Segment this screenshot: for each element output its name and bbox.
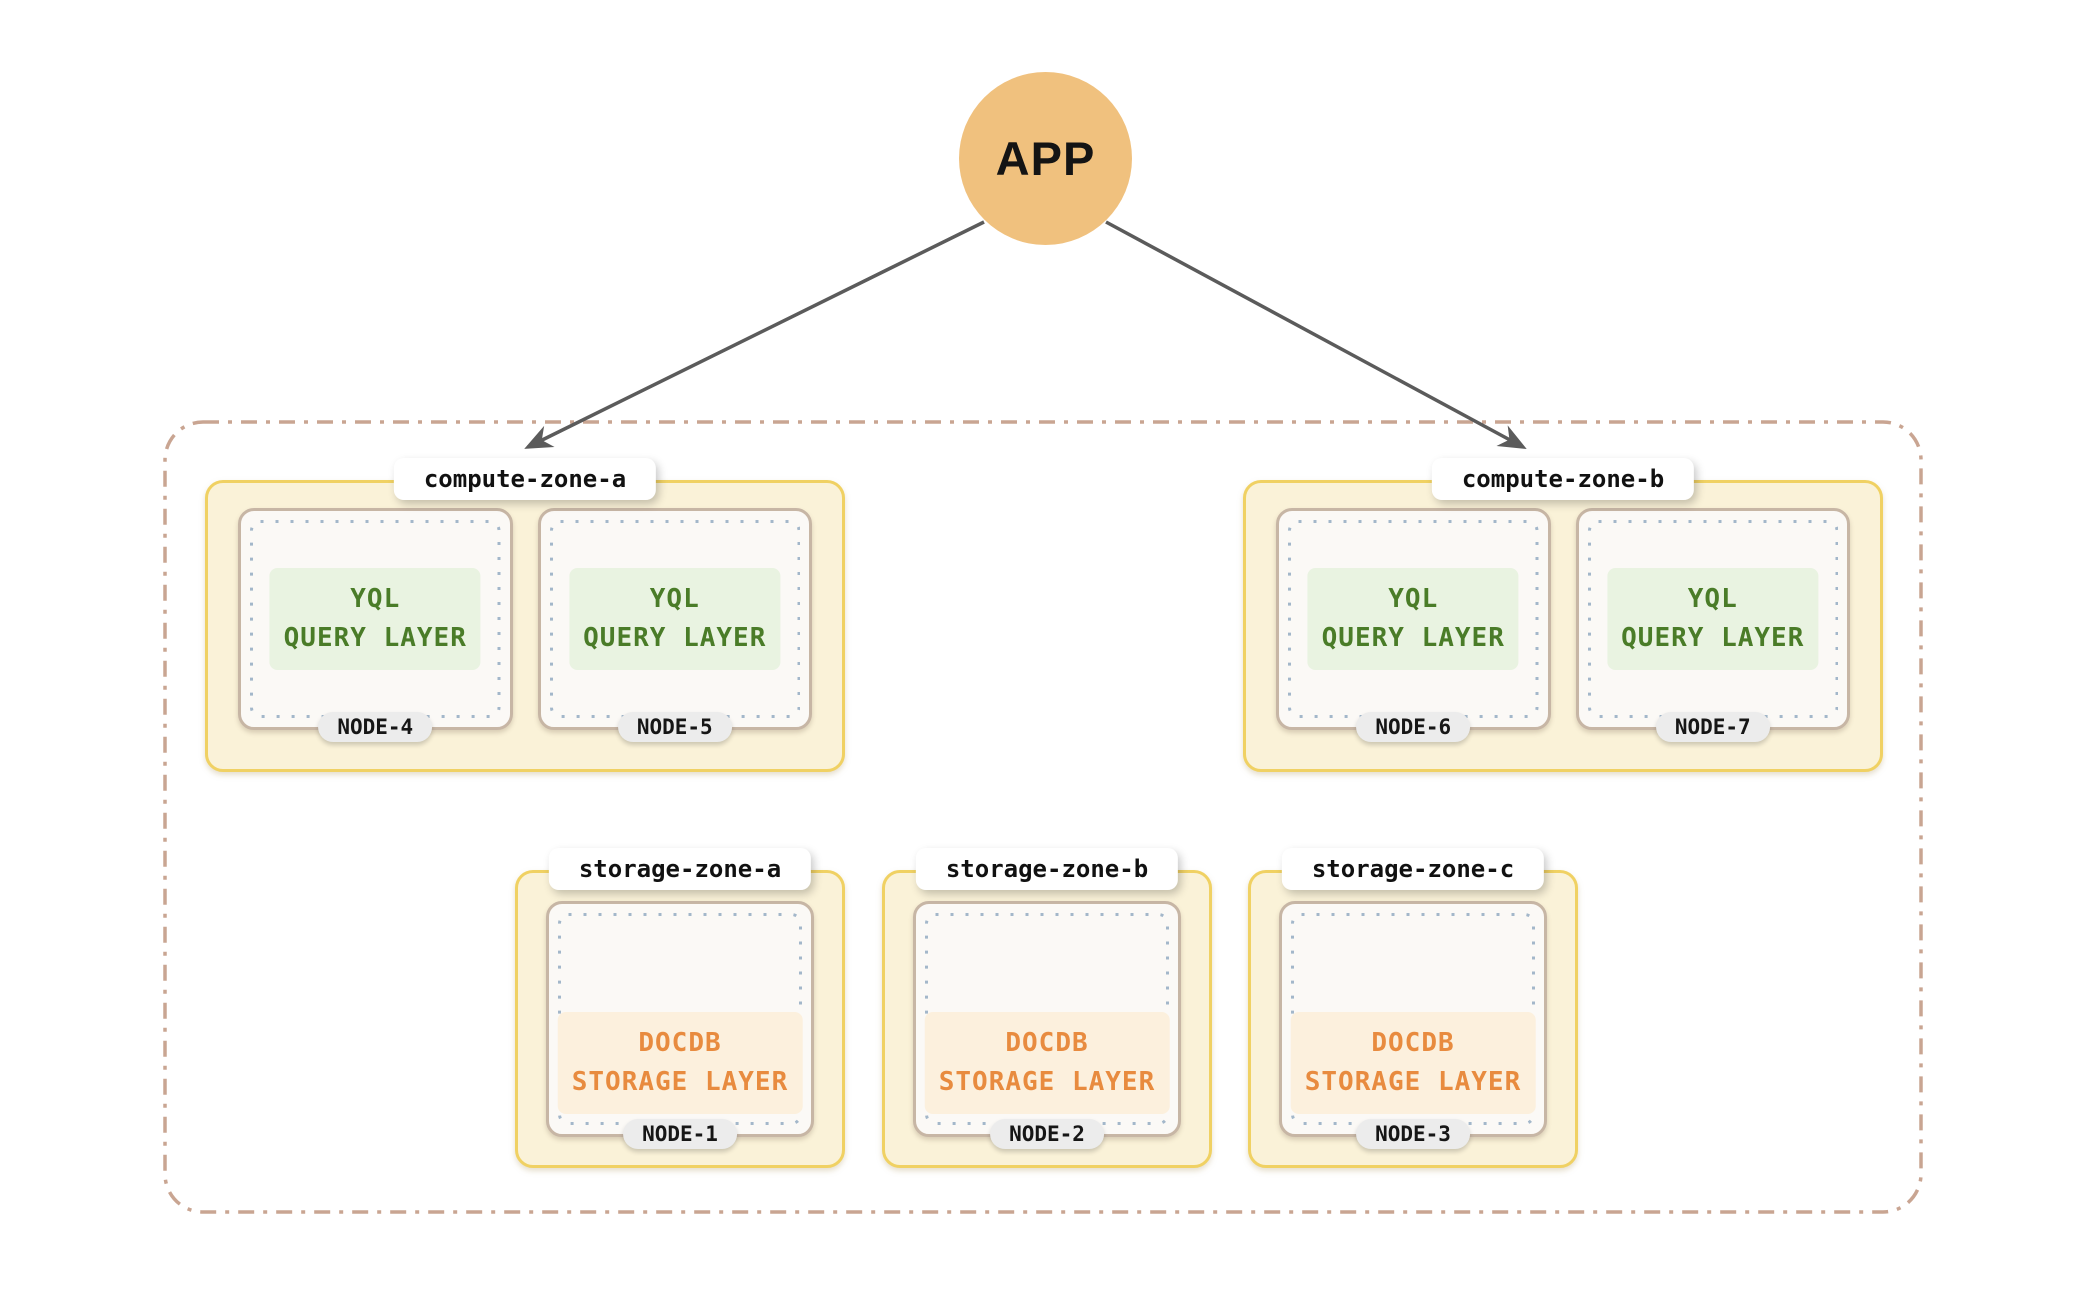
cluster-boundary <box>163 420 1923 1214</box>
yql-query-layer-label: YQL QUERY LAYER <box>1307 568 1519 670</box>
cluster-boundary-border <box>163 420 1923 1214</box>
layer-line-1: YQL <box>649 584 700 614</box>
dotted-inner-border <box>549 520 800 718</box>
node-name-pill: NODE-1 <box>623 1119 737 1149</box>
zone-storage-b: storage-zone-b DOCDB STORAGE LAYER NODE-… <box>882 848 1212 1168</box>
layer-line-1: YQL <box>1687 584 1738 614</box>
node-card-5: YQL QUERY LAYER NODE-5 <box>537 508 812 742</box>
node-card-4: YQL QUERY LAYER NODE-4 <box>238 508 513 742</box>
dotted-inner-border <box>250 520 501 718</box>
node-name-pill: NODE-7 <box>1655 712 1770 742</box>
arrow-to-compute-zone-b <box>1105 220 1527 449</box>
layer-line-2: STORAGE LAYER <box>938 1066 1156 1097</box>
dotted-inner-border <box>1288 520 1539 718</box>
zone-label: storage-zone-a <box>548 848 812 890</box>
app-label: APP <box>995 132 1096 185</box>
node-name-pill: NODE-3 <box>1356 1119 1470 1149</box>
zone-label: storage-zone-b <box>915 848 1179 890</box>
dotted-inner-border <box>1587 520 1838 718</box>
yql-query-layer-label: YQL QUERY LAYER <box>269 568 481 670</box>
layer-line-2: QUERY LAYER <box>1621 623 1805 653</box>
node-card-2: DOCDB STORAGE LAYER NODE-2 <box>913 901 1181 1149</box>
zone-compute-b: compute-zone-b YQL QUERY LAYER NODE-6 YQ… <box>1243 458 1883 772</box>
zone-label: compute-zone-a <box>393 458 657 500</box>
layer-line-1: DOCDB <box>1005 1027 1089 1058</box>
node-card-6: YQL QUERY LAYER NODE-6 <box>1276 508 1551 742</box>
node-name-pill: NODE-5 <box>617 712 732 742</box>
zone-storage-a: storage-zone-a DOCDB STORAGE LAYER NODE-… <box>515 848 845 1168</box>
layer-line-1: YQL <box>350 584 401 614</box>
zone-label: storage-zone-c <box>1281 848 1545 890</box>
docdb-storage-layer-label: DOCDB STORAGE LAYER <box>1290 1011 1536 1114</box>
node-name-pill: NODE-4 <box>318 712 433 742</box>
layer-line-2: QUERY LAYER <box>583 623 767 653</box>
zone-storage-c: storage-zone-c DOCDB STORAGE LAYER NODE-… <box>1248 848 1578 1168</box>
zone-label: compute-zone-b <box>1431 458 1695 500</box>
layer-line-2: STORAGE LAYER <box>571 1066 789 1097</box>
layer-line-2: QUERY LAYER <box>1321 623 1505 653</box>
layer-line-1: YQL <box>1388 584 1439 614</box>
node-name-pill: NODE-6 <box>1356 712 1471 742</box>
zone-compute-a: compute-zone-a YQL QUERY LAYER NODE-4 YQ… <box>205 458 845 772</box>
layer-line-2: STORAGE LAYER <box>1304 1066 1522 1097</box>
yql-query-layer-label: YQL QUERY LAYER <box>1607 568 1819 670</box>
layer-line-1: DOCDB <box>638 1027 722 1058</box>
node-card-7: YQL QUERY LAYER NODE-7 <box>1575 508 1850 742</box>
node-card-3: DOCDB STORAGE LAYER NODE-3 <box>1279 901 1547 1149</box>
app-node: APP <box>959 72 1132 245</box>
layer-line-2: QUERY LAYER <box>283 623 467 653</box>
yql-query-layer-label: YQL QUERY LAYER <box>569 568 781 670</box>
docdb-storage-layer-label: DOCDB STORAGE LAYER <box>557 1011 803 1114</box>
arrow-to-compute-zone-a <box>524 220 985 449</box>
node-name-pill: NODE-2 <box>990 1119 1104 1149</box>
node-card-1: DOCDB STORAGE LAYER NODE-1 <box>546 901 814 1149</box>
layer-line-1: DOCDB <box>1371 1027 1455 1058</box>
docdb-storage-layer-label: DOCDB STORAGE LAYER <box>924 1011 1170 1114</box>
